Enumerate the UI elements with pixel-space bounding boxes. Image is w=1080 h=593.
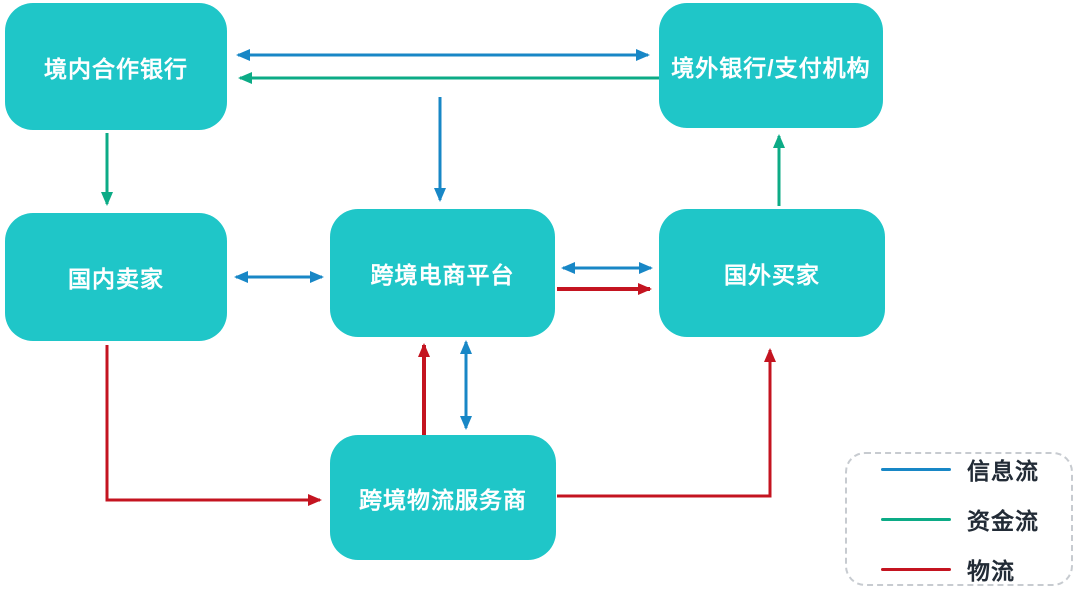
legend-label-funds: 资金流 (967, 508, 1039, 534)
info-flow-line-swatch (881, 467, 951, 471)
legend-label-info: 信息流 (967, 458, 1039, 484)
node-foreign-buyer: 国外买家 (659, 209, 885, 337)
arrow-goods-seller-to-logistics (105, 345, 322, 506)
node-platform-label: 跨境电商平台 (370, 262, 515, 288)
funds-flow-line-swatch (881, 517, 951, 521)
node-overseas-bank-label: 境外银行/支付机构 (671, 54, 871, 81)
node-domestic-seller-label: 国内卖家 (68, 266, 164, 292)
node-platform: 跨境电商平台 (330, 209, 555, 337)
legend-row-funds: 资金流 (881, 502, 1071, 536)
legend-row-goods: 物流 (881, 552, 1071, 586)
node-overseas-bank: 境外银行/支付机构 (659, 3, 883, 128)
legend-label-goods: 物流 (967, 558, 1015, 584)
node-domestic-bank: 境内合作银行 (5, 3, 227, 130)
arrow-goods-logistics-to-buyer (557, 348, 776, 498)
logistics-flow-line-swatch (881, 567, 951, 571)
node-logistics-label: 跨境物流服务商 (359, 486, 527, 513)
legend: 信息流 资金流 物流 (845, 452, 1073, 586)
node-foreign-buyer-label: 国外买家 (724, 262, 820, 288)
node-domestic-bank-label: 境内合作银行 (44, 55, 188, 82)
legend-row-info: 信息流 (881, 452, 1071, 486)
node-logistics: 跨境物流服务商 (330, 435, 556, 560)
node-domestic-seller: 国内卖家 (5, 213, 227, 341)
